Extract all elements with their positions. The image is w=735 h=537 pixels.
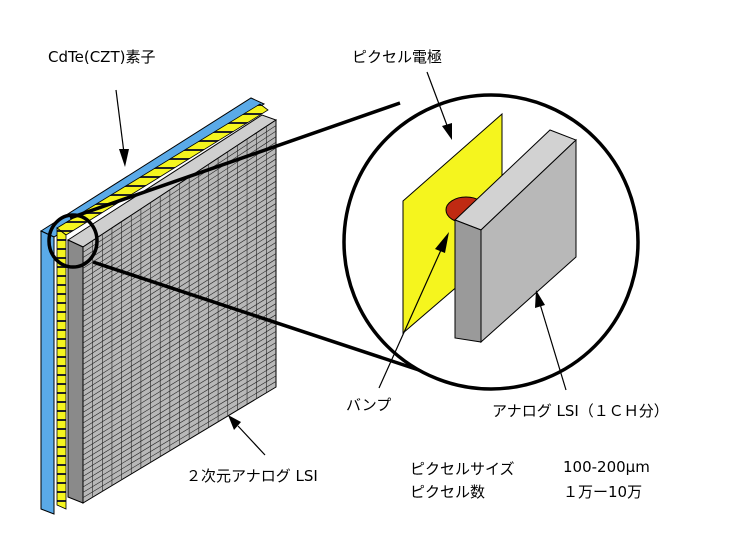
- lsi-grid-line: [82, 331, 277, 450]
- lsi-1ch-arrow-line: [539, 303, 567, 391]
- bump-arrow-line: [378, 249, 442, 389]
- lsi-grid-line: [82, 381, 277, 498]
- analog-lsi-front: [480, 138, 577, 344]
- lsi-grid-line: [82, 125, 277, 253]
- zoom-line-lower: [92, 260, 441, 379]
- spec-pixel-count-label: ピクセル数: [410, 483, 486, 501]
- lsi-grid-line: [82, 225, 277, 349]
- lsi-grid-line: [82, 347, 277, 466]
- spec-pixel-count-value: １万ー10万: [563, 483, 643, 501]
- lsi-grid-line: [82, 180, 277, 306]
- zoom-source-circle: [47, 213, 99, 269]
- lsi-grid-line: [82, 219, 277, 344]
- lsi-grid-line: [82, 336, 277, 456]
- label-bump: バンプ: [346, 396, 392, 414]
- lsi-grid-line: [82, 281, 277, 402]
- lsi-grid-line: [82, 208, 277, 333]
- sensor-arrow-head: [119, 149, 129, 167]
- pointer-arrows: [115, 71, 567, 456]
- lsi-grid-line: [82, 141, 277, 269]
- lsi-grid-line: [82, 319, 277, 440]
- lsi-2d-block: [66, 114, 278, 504]
- lsi-grid-line: [82, 192, 277, 317]
- analog-lsi-left: [454, 219, 482, 343]
- lsi-grid-line: [82, 303, 277, 424]
- label-cdte-sensor: CdTe(CZT)素子: [48, 48, 156, 66]
- lsi-grid-line: [82, 297, 277, 418]
- cdte-sensor-slab: [39, 97, 266, 515]
- lsi-2d-arrow-line: [237, 425, 266, 456]
- lsi-grid-line: [82, 236, 277, 360]
- lsi-grid-line: [82, 247, 277, 370]
- electrode-arrow-head: [442, 123, 452, 140]
- lsi-left-face: [67, 239, 84, 504]
- lsi-grid-line: [82, 197, 277, 322]
- lsi-grid-line: [82, 364, 277, 482]
- lsi-grid-line: [82, 214, 277, 338]
- lsi-grid-line: [82, 342, 277, 461]
- lsi-grid-line: [82, 353, 277, 472]
- bump-arrow-head: [435, 232, 449, 253]
- spec-pixel-size-label: ピクセルサイズ: [410, 460, 515, 478]
- lsi-pixel-grid: [82, 125, 277, 498]
- lsi-grid-line: [82, 308, 277, 429]
- lsi-grid-line: [82, 275, 277, 397]
- electrode-layer: [56, 103, 269, 510]
- lsi-1ch-arrow-head: [535, 290, 545, 308]
- detail-pixel: [402, 112, 577, 344]
- lsi-grid-line: [82, 186, 277, 312]
- lsi-grid-line: [82, 286, 277, 408]
- lsi-grid-line: [82, 147, 277, 274]
- lsi-grid-line: [82, 203, 277, 328]
- sensor-front-edge: [40, 230, 55, 515]
- sensor-arrow-line: [115, 89, 125, 154]
- lsi-grid-line: [82, 258, 277, 381]
- electrode-arrow-line: [426, 71, 449, 129]
- lsi-grid-line: [82, 130, 277, 258]
- lsi-grid-line: [82, 370, 277, 488]
- spec-pixel-size-value: 100-200μm: [563, 458, 650, 476]
- lsi-grid-line: [82, 358, 277, 477]
- lsi-grid-line: [82, 325, 277, 445]
- lsi-grid-line: [82, 169, 277, 296]
- lsi-grid-line: [82, 158, 277, 285]
- label-analog-lsi-2d: ２次元アナログ LSI: [186, 467, 318, 485]
- lsi-grid-line: [82, 269, 277, 392]
- lsi-grid-line: [82, 253, 277, 376]
- lsi-grid-line: [82, 264, 277, 386]
- lsi-2d-arrow-head: [228, 415, 241, 430]
- lsi-grid-line: [82, 314, 277, 434]
- lsi-grid-line: [82, 242, 277, 365]
- zoom-line-upper: [69, 101, 401, 220]
- lsi-grid-line: [82, 375, 277, 493]
- label-analog-lsi-1ch: アナログ LSI（１ＣＨ分）: [492, 402, 669, 420]
- lsi-grid-line: [82, 175, 277, 301]
- electrode-front-edge: [56, 227, 67, 510]
- lsi-grid-line: [82, 153, 277, 280]
- label-pixel-electrode: ピクセル電極: [352, 48, 443, 66]
